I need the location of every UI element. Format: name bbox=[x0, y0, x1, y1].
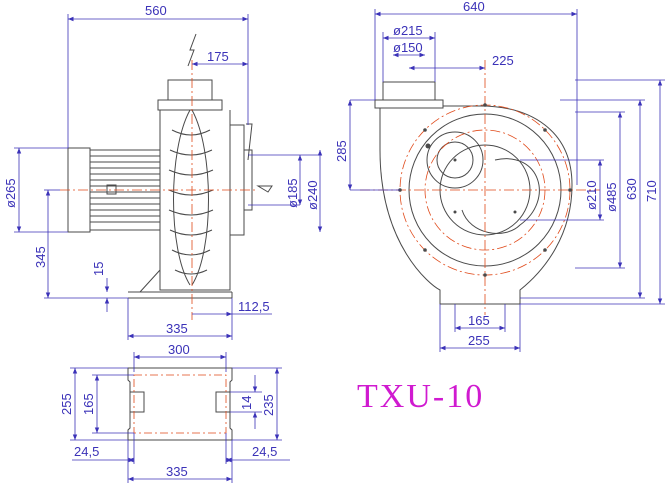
centerlines-side bbox=[60, 60, 255, 320]
dim-foot-outer: 255 bbox=[468, 333, 490, 348]
dim-slot-span: 300 bbox=[168, 342, 190, 357]
dim-height-630: 630 bbox=[624, 178, 639, 200]
base-hole-pattern bbox=[133, 374, 227, 434]
dim-outlet-offset: 225 bbox=[492, 53, 514, 68]
dim-outlet-inner: ø150 bbox=[393, 40, 423, 55]
centerlines-front bbox=[360, 60, 600, 315]
dim-motor-diameter: ø265 bbox=[3, 178, 18, 208]
dim-overall-length: 560 bbox=[145, 3, 167, 18]
dim-outer-depth: 255 bbox=[59, 393, 74, 415]
dim-flange-outer: ø240 bbox=[305, 180, 320, 210]
fan-housing-front bbox=[374, 81, 573, 305]
dim-overall-width: 640 bbox=[463, 0, 485, 14]
dim-base-plan-length: 335 bbox=[166, 464, 188, 479]
dim-base-length: 335 bbox=[166, 321, 188, 336]
fan-housing-side bbox=[157, 79, 273, 291]
side-view: 560 175 ø185 ø240 ø265 345 15 335 112,5 bbox=[3, 3, 323, 340]
dim-outlet-outer: ø215 bbox=[393, 23, 423, 38]
dim-foot-inner: 165 bbox=[468, 313, 490, 328]
dim-bolt-circle: ø210 bbox=[584, 180, 599, 210]
dim-outlet-top: 285 bbox=[334, 140, 349, 162]
dim-edge-right: 24,5 bbox=[252, 444, 277, 459]
dim-slot-width: 14 bbox=[239, 396, 254, 410]
dim-edge-left: 24,5 bbox=[74, 444, 99, 459]
dim-scroll-diameter: ø485 bbox=[604, 182, 619, 212]
motor bbox=[67, 147, 161, 233]
base-plan-view: 300 255 165 14 235 24,5 24,5 335 bbox=[59, 342, 290, 483]
dim-outlet-height: 345 bbox=[33, 246, 48, 268]
dim-height-710: 710 bbox=[644, 180, 659, 202]
front-view: 640 ø215 ø150 225 285 ø210 ø485 630 710 … bbox=[334, 0, 665, 352]
bolt-holes bbox=[398, 103, 572, 277]
dim-base-thickness: 15 bbox=[91, 262, 106, 276]
base-side bbox=[128, 269, 233, 299]
base-slot-left bbox=[129, 391, 145, 413]
dim-base-overhang: 112,5 bbox=[238, 299, 270, 314]
base-slot-right bbox=[215, 391, 231, 413]
dim-hole-depth: 235 bbox=[261, 394, 276, 416]
dim-flange-inner: ø185 bbox=[285, 178, 300, 208]
dim-inlet-offset: 175 bbox=[207, 49, 229, 64]
dim-inner-depth: 165 bbox=[81, 393, 96, 415]
model-title: TXU-10 bbox=[357, 378, 484, 415]
